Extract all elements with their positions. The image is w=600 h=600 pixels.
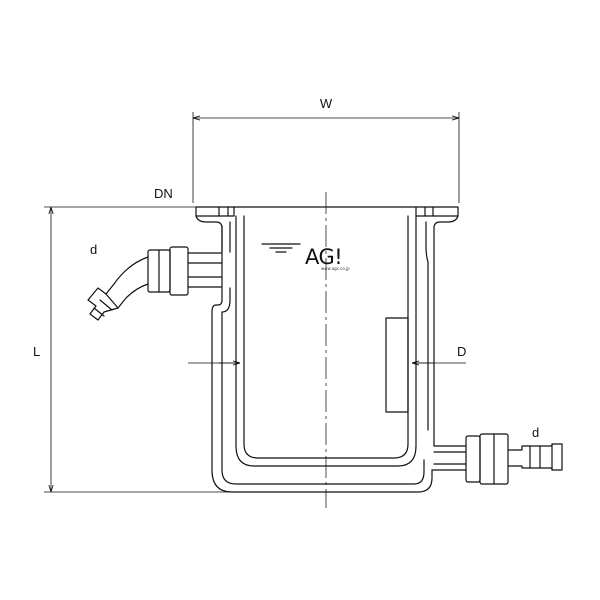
- diameter-label: D: [457, 344, 466, 359]
- flange-label: DN: [154, 186, 173, 201]
- right-port-tube: [431, 445, 467, 471]
- outer-jacket: [211, 221, 435, 493]
- flange: [195, 206, 459, 431]
- right-hose-label: d: [532, 425, 539, 440]
- left-hose-bend: [105, 256, 149, 309]
- flange-right: [415, 206, 459, 217]
- left-nut-outer: [169, 246, 189, 296]
- jacket-inner-wall: [221, 287, 425, 485]
- right-hose-barb: [507, 443, 563, 471]
- length-label: L: [33, 344, 40, 359]
- width-label: W: [320, 96, 333, 111]
- brand-logo: AG!: [305, 245, 342, 269]
- right-hose-connector: [431, 433, 563, 485]
- level-mark: [261, 243, 301, 253]
- inner-vessel: [235, 215, 417, 467]
- length-dimension: L: [33, 206, 232, 493]
- right-nut-outer: [465, 435, 481, 483]
- label-plate: [385, 317, 409, 413]
- width-dimension: W: [192, 96, 460, 203]
- left-port-tube: [187, 252, 223, 288]
- left-hose-barb-ridge: [99, 299, 113, 311]
- brand-logo-url: www.agc.co.jp: [321, 266, 350, 271]
- flange-right-underside: [433, 215, 459, 431]
- left-hose-barb-ridge-2: [93, 307, 105, 317]
- left-hose-barb: [87, 287, 119, 321]
- diameter-dimension: D: [188, 344, 466, 363]
- outer-wall-left-bottom: [211, 287, 433, 493]
- left-hose-connector: [87, 246, 223, 321]
- flange-left-underside: [195, 215, 223, 253]
- vessel-outer-wall: [235, 215, 417, 467]
- vessel-inner-wall: [243, 215, 409, 459]
- left-hose-label: d: [90, 242, 97, 257]
- flange-left: [195, 206, 235, 217]
- jacket-inner-right: [425, 221, 429, 431]
